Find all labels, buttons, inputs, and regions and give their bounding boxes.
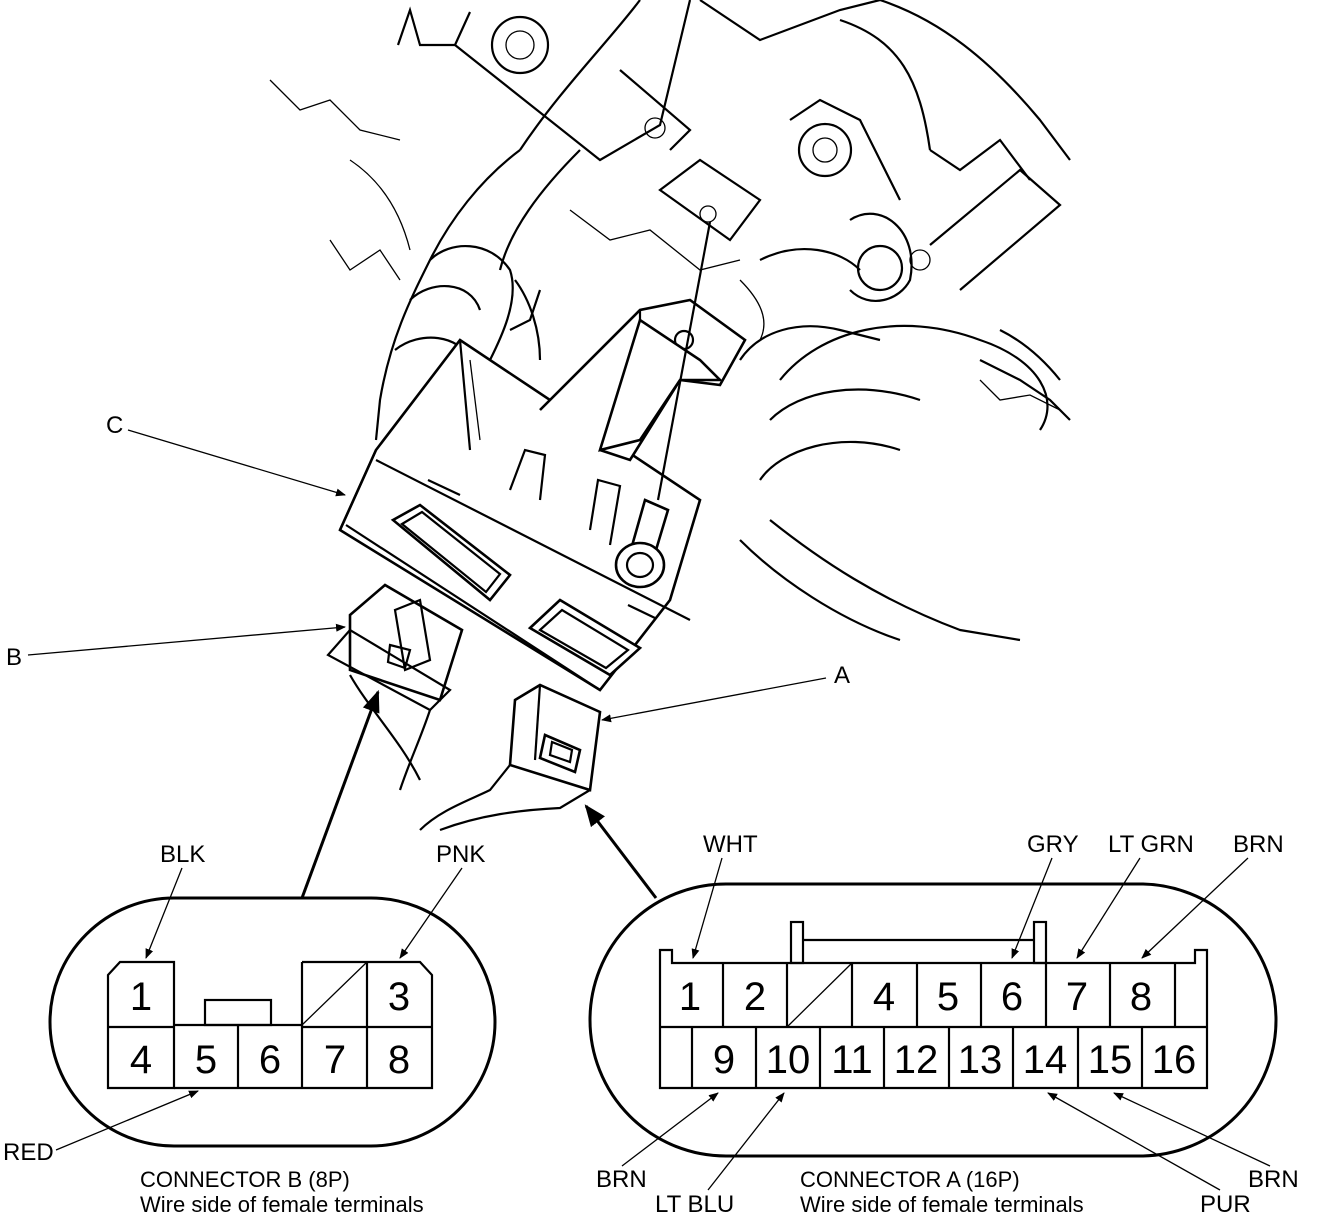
connector-b-pin-6: 6 bbox=[259, 1038, 281, 1082]
connector-a-pin-11: 11 bbox=[831, 1038, 873, 1082]
connector-a-pin7-wire: LT GRN bbox=[1108, 831, 1194, 858]
connector-a-pin9-wire: BRN bbox=[596, 1166, 647, 1193]
connector-a-pin14-wire: PUR bbox=[1200, 1191, 1251, 1218]
connector-b-pin1-wire: BLK bbox=[160, 841, 205, 868]
connector-a-grid bbox=[690, 963, 1177, 1088]
harness-connector-b bbox=[326, 583, 464, 791]
connector-b-pin5-wire: RED bbox=[3, 1139, 54, 1166]
connector-a-pin10-wire: LT BLU bbox=[655, 1191, 734, 1218]
callout-b-leader bbox=[27, 623, 346, 656]
connector-a-pin1-wire: WHT bbox=[703, 831, 758, 858]
connector-a-title: CONNECTOR A (16P) bbox=[800, 1167, 1020, 1192]
connector-a-pin-4: 4 bbox=[873, 975, 895, 1019]
connector-a-pin-8: 8 bbox=[1130, 975, 1152, 1019]
connector-a-pin-6: 6 bbox=[1001, 975, 1023, 1019]
connector-b-pin5-leader bbox=[55, 1090, 199, 1151]
callout-c-leader bbox=[127, 429, 346, 497]
connector-b-pin-1: 1 bbox=[130, 975, 152, 1019]
connector-a-pin7-leader bbox=[1076, 857, 1141, 959]
connector-a-pin-2: 2 bbox=[744, 975, 766, 1019]
control-unit-c bbox=[338, 221, 747, 692]
connector-a-pin-16: 16 bbox=[1152, 1038, 1197, 1082]
connector-b-pin3-leader bbox=[399, 867, 463, 959]
dashboard-structure-illustration bbox=[269, 0, 1071, 642]
callout-c-label: C bbox=[106, 412, 123, 439]
connector-a-pin9-leader bbox=[621, 1092, 719, 1167]
connector-b-pin-5: 5 bbox=[195, 1038, 217, 1082]
connector-a-pin8-leader bbox=[1141, 857, 1249, 959]
callout-a-leader bbox=[601, 677, 827, 723]
connector-b-pointer-arrow bbox=[300, 689, 380, 899]
connector-a-pin6-leader bbox=[1011, 857, 1053, 959]
connector-a-pointer-arrow bbox=[584, 804, 658, 899]
connector-b-pin1-leader bbox=[145, 867, 183, 959]
connector-b-pin-3: 3 bbox=[388, 975, 410, 1019]
connector-a-pin-1: 1 bbox=[679, 975, 701, 1019]
connector-a-pin1-leader bbox=[691, 857, 723, 959]
connector-b-pin3-wire: PNK bbox=[436, 841, 485, 868]
connector-a-pin-9: 9 bbox=[713, 1038, 735, 1082]
connector-a-pin15-leader bbox=[1113, 1092, 1271, 1167]
connector-b-subtitle: Wire side of female terminals bbox=[140, 1192, 424, 1217]
connector-b-outline bbox=[48, 896, 497, 1148]
connector-b-title: CONNECTOR B (8P) bbox=[140, 1167, 350, 1192]
harness-connector-a bbox=[419, 683, 602, 832]
connector-a-pin14-leader bbox=[1047, 1092, 1221, 1191]
connector-a-outline bbox=[588, 882, 1278, 1158]
connector-a-pin-5: 5 bbox=[937, 975, 959, 1019]
connector-b-pin-8: 8 bbox=[388, 1038, 410, 1082]
connector-a-subtitle: Wire side of female terminals bbox=[800, 1192, 1084, 1217]
connector-a-pin6-wire: GRY bbox=[1027, 831, 1079, 858]
connector-a-pin-15: 15 bbox=[1088, 1038, 1133, 1082]
callout-b-label: B bbox=[6, 644, 22, 671]
connector-a-pin-12: 12 bbox=[894, 1038, 939, 1082]
connector-a-pin-10: 10 bbox=[766, 1038, 811, 1082]
connector-a-pin8-wire: BRN bbox=[1233, 831, 1284, 858]
connector-a-pin-13: 13 bbox=[958, 1038, 1003, 1082]
callout-a-label: A bbox=[834, 662, 850, 689]
connector-a-pin-7: 7 bbox=[1066, 975, 1088, 1019]
connector-a-pin-14: 14 bbox=[1023, 1038, 1068, 1082]
connector-b-pin-4: 4 bbox=[130, 1038, 152, 1082]
connector-b-pin-7: 7 bbox=[324, 1038, 346, 1082]
connector-a-pin10-leader bbox=[707, 1092, 785, 1191]
connector-a-pin15-wire: BRN bbox=[1248, 1166, 1299, 1193]
